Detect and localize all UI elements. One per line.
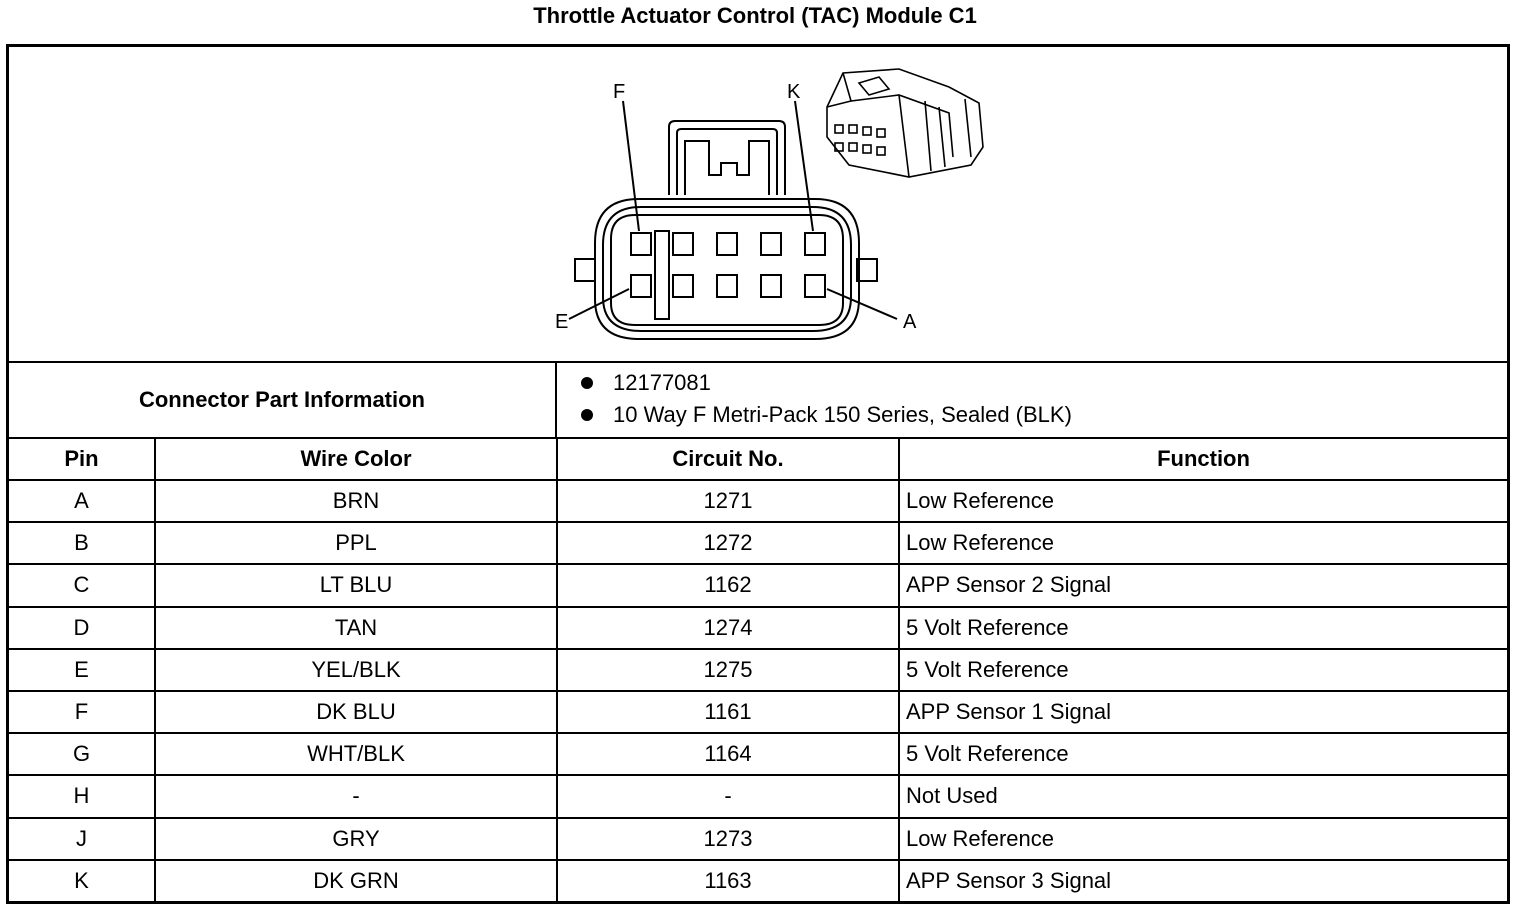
connector-part-info-item: 12177081 — [557, 367, 1497, 399]
connector-ear-left — [574, 258, 596, 282]
cell-pin: G — [9, 733, 156, 777]
cell-circuit-no: 1163 — [557, 859, 900, 901]
connector-diagram-cell: F K E A — [9, 47, 1507, 363]
cell-function: Low Reference — [899, 480, 1507, 524]
connector-part-info-row: Connector Part Information 12177081 10 W… — [9, 363, 1507, 439]
cell-function: 5 Volt Reference — [899, 733, 1507, 777]
cell-pin: H — [9, 775, 156, 819]
header-pin: Pin — [9, 439, 156, 481]
part-description: 10 Way F Metri-Pack 150 Series, Sealed (… — [613, 402, 1072, 427]
table-row: K DK GRN 1163 APP Sensor 3 Signal — [9, 859, 1507, 901]
connector-part-info-list: 12177081 10 Way F Metri-Pack 150 Series,… — [557, 367, 1497, 431]
pin-label-bottom-right: A — [903, 311, 917, 333]
table-row: J GRY 1273 Low Reference — [9, 817, 1507, 861]
cell-pin: D — [9, 606, 156, 650]
connector-latch — [668, 120, 786, 195]
cell-pin: J — [9, 817, 156, 861]
table-header-row: Pin Wire Color Circuit No. Function — [9, 439, 1507, 481]
connector-part-info-item: 10 Way F Metri-Pack 150 Series, Sealed (… — [557, 399, 1497, 431]
connector-part-info-label: Connector Part Information — [9, 363, 557, 437]
cell-circuit-no: 1273 — [557, 817, 900, 861]
cell-function: Not Used — [899, 775, 1507, 819]
table-row: C LT BLU 1162 APP Sensor 2 Signal — [9, 564, 1507, 608]
connector-face-drawing — [568, 68, 984, 340]
cell-wire-color: WHT/BLK — [155, 733, 558, 777]
cell-circuit-no: 1161 — [557, 690, 900, 735]
cell-wire-color: GRY — [155, 817, 558, 861]
cell-function: APP Sensor 3 Signal — [906, 867, 1112, 893]
cell-wire-color: DK BLU — [155, 690, 558, 735]
connector-body — [594, 198, 860, 340]
cell-wire-color: TAN — [155, 606, 558, 650]
cell-pin: F — [9, 690, 156, 735]
pinout-table: Pin Wire Color Circuit No. Function A BR… — [9, 439, 1507, 901]
cell-circuit-no: - — [557, 775, 900, 819]
cell-circuit-no: 1274 — [557, 606, 900, 650]
cell-function: APP Sensor 1 Signal — [899, 690, 1507, 735]
cell-wire-color: BRN — [155, 480, 558, 524]
cell-pin: C — [9, 564, 156, 608]
cell-function: Low Reference — [899, 522, 1507, 566]
cell-wire-color: DK GRN — [155, 859, 558, 901]
header-wire-color: Wire Color — [155, 439, 558, 481]
cell-wire-color: YEL/BLK — [155, 648, 558, 692]
cell-circuit-no: 1271 — [557, 480, 900, 524]
cell-circuit-no: 1272 — [557, 522, 900, 566]
table-row: B PPL 1272 Low Reference — [9, 522, 1507, 566]
table-row: D TAN 1274 5 Volt Reference — [9, 606, 1507, 650]
page-title: Throttle Actuator Control (TAC) Module C… — [533, 3, 977, 28]
pin-label-bottom-left: E — [555, 311, 569, 333]
cell-function: APP Sensor 2 Signal — [899, 564, 1507, 608]
cell-wire-color: PPL — [155, 522, 558, 566]
cell-wire-color: - — [155, 775, 558, 819]
pin-label-top-left: F — [613, 81, 626, 103]
cell-function: Low Reference — [899, 817, 1507, 861]
header-circuit-no: Circuit No. — [557, 439, 900, 481]
connector-key — [654, 230, 670, 320]
bullet-icon — [581, 409, 593, 421]
cell-circuit-no: 1275 — [557, 648, 900, 692]
connector-isometric-icon — [826, 68, 984, 178]
connector-ear-right — [856, 258, 878, 282]
cell-function: 5 Volt Reference — [899, 648, 1507, 692]
table-row: F DK BLU 1161 APP Sensor 1 Signal — [9, 690, 1507, 735]
table-row: E YEL/BLK 1275 5 Volt Reference — [9, 648, 1507, 692]
header-function: Function — [899, 439, 1507, 481]
cell-pin: A — [9, 480, 156, 524]
cell-pin: B — [9, 522, 156, 566]
cell-pin: K — [9, 859, 156, 901]
bullet-icon — [581, 377, 593, 389]
cell-pin: E — [9, 648, 156, 692]
part-number: 12177081 — [613, 370, 711, 395]
cell-function: 5 Volt Reference — [899, 606, 1507, 650]
connector-table-frame: F K E A Connector Part Information 12177… — [6, 44, 1510, 904]
table-row: G WHT/BLK 1164 5 Volt Reference — [9, 733, 1507, 777]
table-row: A BRN 1271 Low Reference — [9, 480, 1507, 524]
cell-circuit-no: 1162 — [557, 564, 900, 608]
cell-circuit-no: 1164 — [557, 733, 900, 777]
cell-wire-color: LT BLU — [155, 564, 558, 608]
pin-label-top-right: K — [787, 81, 801, 103]
table-row: H - - Not Used — [9, 775, 1507, 819]
